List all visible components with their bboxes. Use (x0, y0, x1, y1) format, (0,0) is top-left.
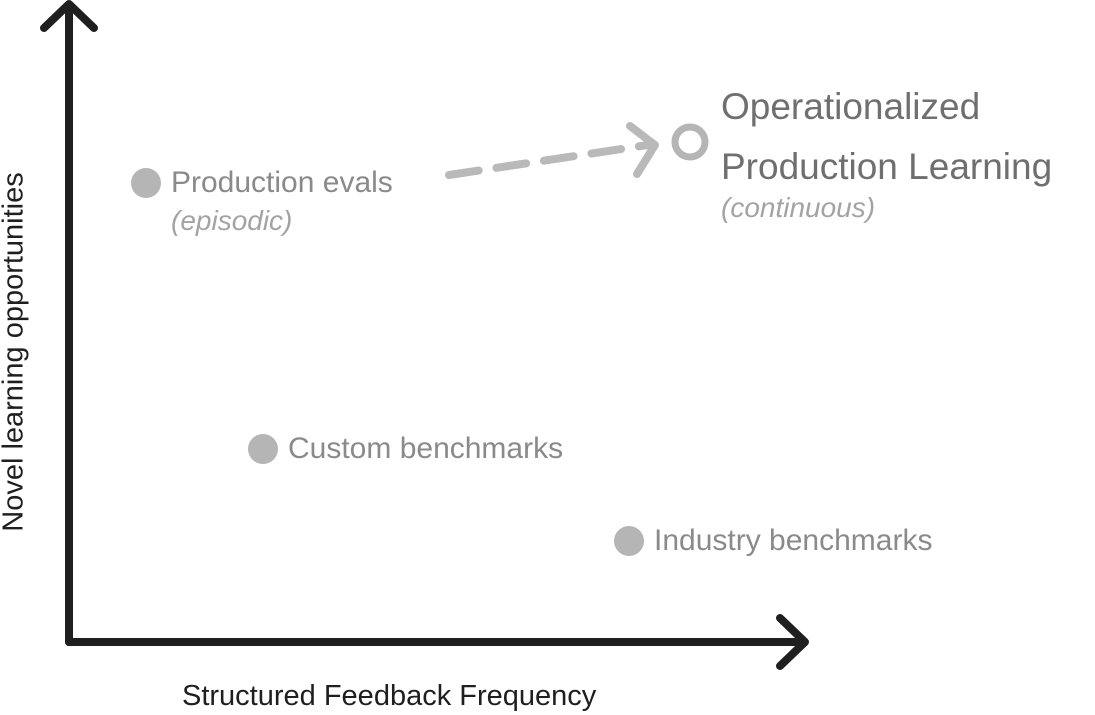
point-custom-benchmarks-marker (248, 434, 278, 464)
target-marker (671, 123, 709, 161)
y-axis-label: Novel learning opportunities (0, 172, 30, 532)
point-production-evals-label: Production evals (171, 166, 393, 199)
x-axis-arrowhead (776, 614, 809, 670)
point-production-evals-marker (131, 168, 161, 198)
point-industry-benchmarks-label: Industry benchmarks (654, 524, 933, 557)
progress-arrow-head (626, 122, 659, 178)
point-custom-benchmarks-label: Custom benchmarks (288, 432, 564, 465)
progress-arrow-line (445, 141, 652, 179)
target-label-line1: Operationalized (721, 86, 981, 127)
target-label-line2: Production Learning (721, 146, 1053, 187)
y-axis-arrowhead (40, 0, 98, 32)
target-sublabel: (continuous) (721, 192, 876, 223)
point-production-evals-sublabel: (episodic) (171, 205, 293, 236)
x-axis-label: Structured Feedback Frequency (182, 680, 597, 712)
point-industry-benchmarks-marker (614, 526, 644, 556)
